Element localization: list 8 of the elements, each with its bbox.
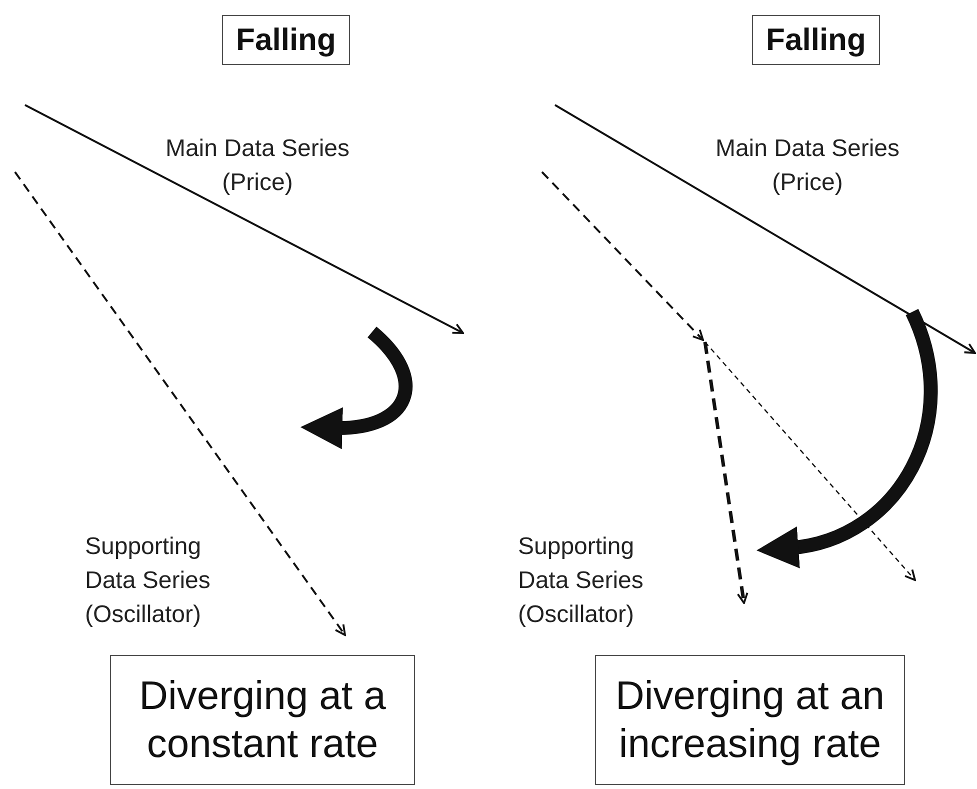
- title-box: Falling: [222, 15, 350, 65]
- title-box: Falling: [752, 15, 880, 65]
- caption-box: Diverging at an increasing rate: [595, 655, 905, 785]
- series-label: Supporting Data Series (Oscillator): [85, 532, 212, 630]
- caption-box: Diverging at a constant rate: [110, 655, 415, 785]
- series-label: Main Data Series (Price): [714, 134, 901, 198]
- series-label: Main Data Series (Price): [164, 134, 351, 198]
- series-label: Supporting Data Series (Oscillator): [518, 532, 644, 630]
